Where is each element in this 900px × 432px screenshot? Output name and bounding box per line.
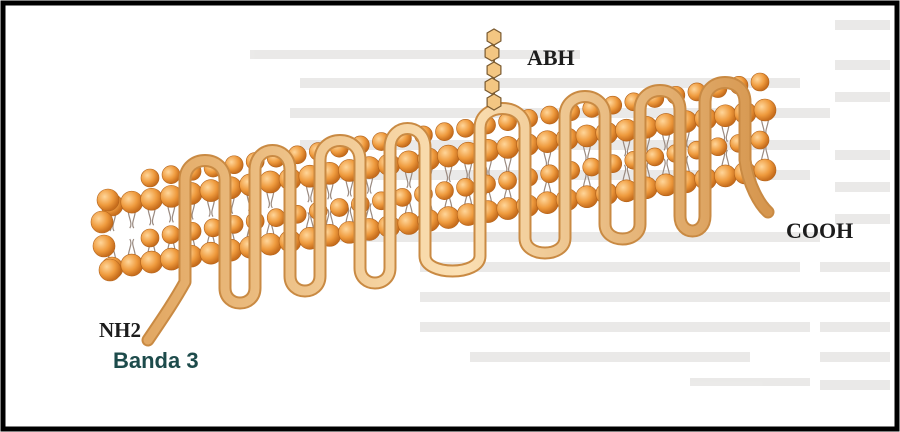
lipid-head — [497, 198, 519, 220]
lipid-head — [751, 73, 769, 91]
abh-glycan-chain — [485, 29, 501, 110]
lipid-head — [97, 189, 119, 211]
lipid-head — [536, 131, 558, 153]
lipid-head — [99, 259, 121, 281]
lipid-head — [541, 106, 559, 124]
lipid-head — [497, 136, 519, 158]
lipid-head — [536, 192, 558, 214]
lipid-head — [162, 166, 180, 184]
lipid-head — [709, 138, 727, 156]
glycan-sugar-hexagon — [487, 94, 501, 110]
lipid-head — [141, 169, 159, 187]
lipid-head — [91, 211, 113, 233]
lipid-head — [267, 209, 285, 227]
lipid-head — [457, 119, 475, 137]
lipid-head — [121, 254, 143, 276]
lipid-head — [754, 99, 776, 121]
nh2-label: NH2 — [99, 318, 141, 343]
lipid-head — [259, 171, 281, 193]
lipid-head — [751, 131, 769, 149]
lipid-head — [457, 178, 475, 196]
lipid-head — [754, 159, 776, 181]
lipid-head — [437, 207, 459, 229]
lipid-head — [435, 182, 453, 200]
lipid-head — [93, 235, 115, 257]
lipid-head — [330, 199, 348, 217]
lipid-head — [141, 188, 163, 210]
lipid-head — [259, 233, 281, 255]
lipid-head — [121, 191, 143, 213]
glycan-sugar-hexagon — [487, 29, 501, 45]
lipid-head — [398, 151, 420, 173]
lipid-head — [541, 165, 559, 183]
lipid-head — [714, 165, 736, 187]
lipid-head — [398, 212, 420, 234]
lipid-head — [576, 125, 598, 147]
cooh-label: COOH — [786, 218, 853, 244]
abh-label: ABH — [527, 45, 575, 71]
lipid-head — [499, 172, 517, 190]
glycan-sugar-hexagon — [485, 78, 499, 94]
lipid-head — [141, 251, 163, 273]
lipid-head — [162, 226, 180, 244]
protein-name-label: Banda 3 — [113, 348, 199, 374]
lipid-head — [141, 229, 159, 247]
glycan-sugar-hexagon — [485, 45, 499, 61]
glycan-sugar-hexagon — [487, 62, 501, 78]
lipid-head — [435, 123, 453, 141]
lipid-head — [646, 148, 664, 166]
lipid-head — [583, 158, 601, 176]
lipid-head — [576, 186, 598, 208]
lipid-head — [437, 145, 459, 167]
lipid-head — [714, 105, 736, 127]
